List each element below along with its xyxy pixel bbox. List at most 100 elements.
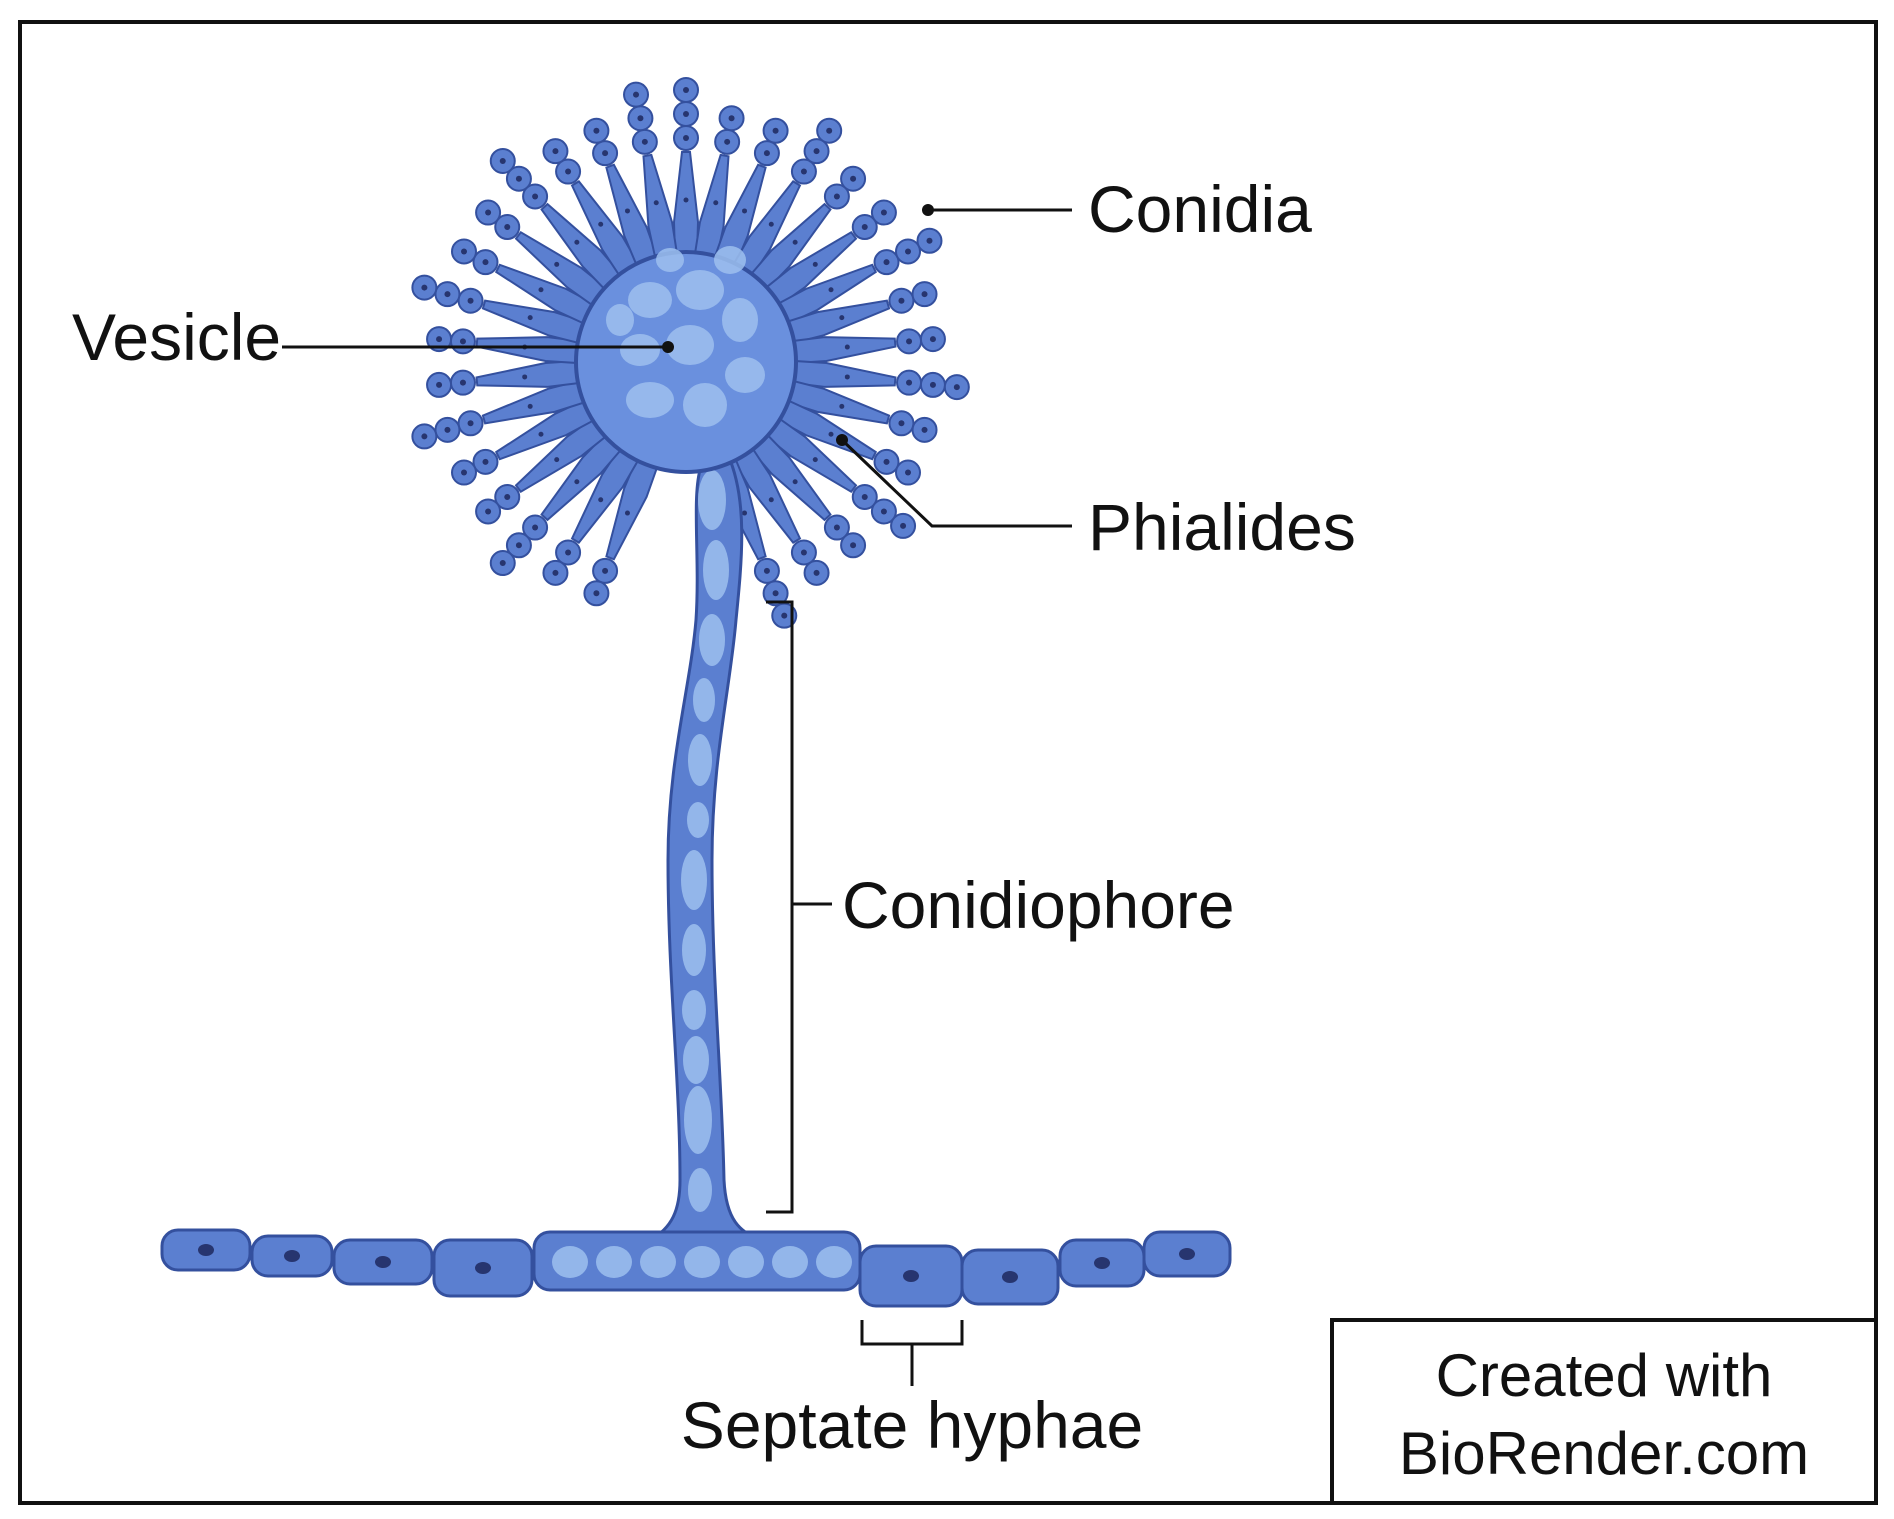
vesicle-organelle (683, 383, 727, 427)
hypha-nucleus (198, 1244, 214, 1256)
conidium-nucleus (467, 297, 474, 304)
credit-line-1: Created with (1436, 1342, 1773, 1409)
phialide-nucleus (522, 374, 528, 380)
conidium-nucleus (683, 87, 689, 93)
conidium-nucleus (763, 150, 770, 157)
phialide-nucleus (844, 374, 850, 380)
label-conidia: Conidia (1088, 172, 1312, 246)
conidium-nucleus (633, 91, 640, 98)
phialide-nucleus (792, 239, 798, 245)
hypha-organelle (684, 1246, 720, 1278)
phialide-nucleus (839, 403, 845, 409)
conidium-nucleus (906, 379, 913, 386)
hypha-nucleus (284, 1250, 300, 1262)
conidium-nucleus (602, 567, 609, 574)
vesicle-organelle (626, 382, 674, 418)
stalk-organelles (681, 470, 729, 1212)
leader-lines (282, 204, 1072, 1386)
conidiophore-stalk (649, 443, 761, 1242)
vesicle-organelles (606, 246, 765, 427)
conidium-nucleus (763, 567, 770, 574)
conidium-nucleus (833, 524, 840, 531)
hypha-organelle (552, 1246, 588, 1278)
conidium-nucleus (953, 384, 960, 391)
vesicle-organelle (656, 248, 684, 272)
conidium-nucleus (772, 127, 779, 134)
hypha-nucleus (375, 1256, 391, 1268)
phialide-nucleus (598, 221, 604, 227)
vesicle-leader-dot (662, 341, 674, 353)
hypha-organelle (640, 1246, 676, 1278)
phialide-nucleus (538, 287, 544, 293)
conidium-nucleus (499, 157, 506, 164)
phialide-nucleus (624, 208, 630, 214)
conidium-nucleus (813, 569, 820, 576)
stalk-organelle (684, 1086, 712, 1154)
conidium-nucleus (504, 224, 511, 231)
conidium-nucleus (460, 248, 467, 255)
conidium-nucleus (905, 469, 912, 476)
conidium-nucleus (482, 259, 489, 266)
conidium-nucleus (421, 284, 428, 291)
phialide-nucleus (527, 315, 533, 321)
stalk-organelle (688, 1168, 712, 1212)
conidium-nucleus (880, 508, 887, 515)
conidium-nucleus (565, 549, 572, 556)
phialide-nucleus (653, 200, 659, 206)
conidium-nucleus (833, 193, 840, 200)
conidium-nucleus (552, 569, 559, 576)
conidium-nucleus (683, 135, 689, 141)
phialide-nucleus (812, 457, 818, 463)
hypha-organelle (728, 1246, 764, 1278)
stalk-organelle (688, 734, 712, 786)
vesicle-organelle (620, 334, 660, 366)
phialide-nucleus (554, 457, 560, 463)
conidium-nucleus (800, 549, 807, 556)
phialide-nucleus (538, 431, 544, 437)
hypha-organelle (596, 1246, 632, 1278)
hypha-nucleus (1094, 1257, 1110, 1269)
vesicle (574, 246, 798, 474)
hypha-organelle (816, 1246, 852, 1278)
conidiophore-bracket (766, 600, 794, 1214)
conidium-nucleus (532, 524, 539, 531)
label-septate-hyphae: Septate hyphae (681, 1388, 1143, 1462)
conidium-nucleus (800, 168, 807, 175)
conidium-nucleus (898, 297, 905, 304)
conidium-nucleus (421, 433, 428, 440)
conidium-nucleus (883, 259, 890, 266)
conidium-nucleus (906, 338, 913, 345)
phialide-nucleus (742, 208, 748, 214)
phialides-leader-dot (836, 434, 848, 446)
conidium-nucleus (482, 458, 489, 465)
conidia-leader-dot (922, 204, 934, 216)
label-conidiophore: Conidiophore (842, 868, 1235, 942)
conidium-nucleus (929, 336, 936, 343)
conidium-nucleus (499, 560, 506, 567)
phialide-nucleus (554, 261, 560, 267)
conidium-nucleus (883, 458, 890, 465)
stalk-organelle (687, 802, 709, 838)
conidium-nucleus (880, 209, 887, 216)
conidium-nucleus (921, 426, 928, 433)
conidium-nucleus (861, 493, 868, 500)
conidium-nucleus (861, 224, 868, 231)
conidium-nucleus (728, 115, 735, 122)
conidium-nucleus (905, 248, 912, 255)
conidium-nucleus (772, 590, 779, 597)
stalk-organelle (682, 990, 706, 1030)
conidium-nucleus (436, 336, 443, 343)
stalk-organelle (699, 614, 725, 666)
conidium-nucleus (593, 127, 600, 134)
conidium-nucleus (593, 590, 600, 597)
phialide-nucleus (792, 479, 798, 485)
conidium-nucleus (565, 168, 572, 175)
stalk-organelle (681, 850, 707, 910)
conidium-nucleus (436, 381, 443, 388)
conidium-nucleus (459, 338, 466, 345)
vesicle-organelle (676, 270, 724, 310)
phialide-nucleus (742, 510, 748, 516)
credit-line-2: BioRender.com (1399, 1420, 1809, 1487)
vesicle-organelle (606, 304, 634, 336)
